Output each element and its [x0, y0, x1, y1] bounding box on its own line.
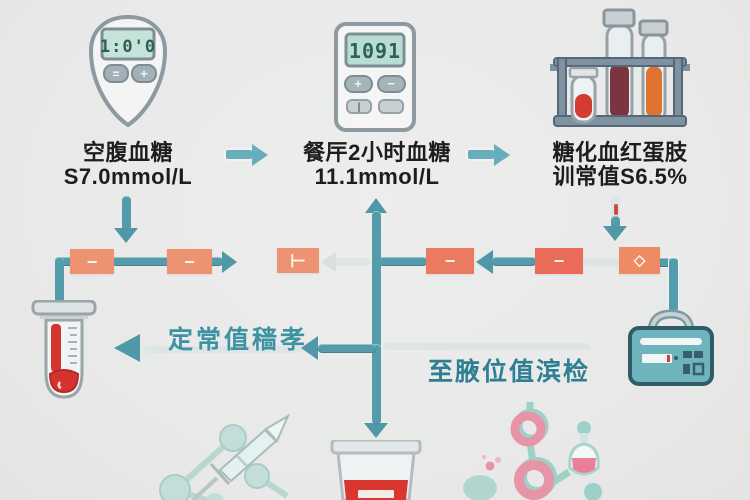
pipe	[334, 258, 370, 266]
blood-column	[51, 324, 61, 372]
case-button	[694, 351, 703, 358]
meter-button	[378, 99, 404, 114]
meter-button	[344, 75, 373, 93]
postprandial-glucose-label: 餐厈2小时血糖 11.1mmol/L	[277, 141, 477, 189]
pipe	[383, 343, 590, 350]
flask-icon	[568, 421, 602, 500]
meter-button-label: +	[354, 76, 362, 91]
meter-button-label: −	[387, 76, 395, 91]
pipe	[144, 346, 302, 353]
flow-arrow-right-icon	[226, 150, 252, 159]
meter-button	[346, 99, 372, 114]
flow-arrow-right-icon	[252, 144, 268, 166]
arrow-up-icon	[365, 198, 387, 213]
case-button	[683, 351, 692, 358]
meter-reading: 1:0'0	[100, 37, 156, 57]
arrow-down-icon	[364, 423, 388, 438]
tube-cap	[638, 19, 669, 37]
pipe	[318, 344, 376, 353]
station-title: 餐厈2小时血糖	[303, 140, 451, 165]
flow-node-glyph: ◇	[633, 252, 646, 269]
pipe	[372, 344, 381, 424]
pipe	[372, 211, 381, 348]
pipe	[668, 257, 679, 312]
case-button	[692, 362, 705, 376]
station-title: 空腹血糖	[82, 140, 173, 165]
tube-rim	[568, 66, 599, 79]
blood-sample	[610, 63, 629, 119]
blood-drop-icon	[614, 204, 618, 215]
tube-cap	[602, 8, 636, 28]
syringe-icon	[191, 413, 291, 500]
flow-node: ◇	[619, 247, 660, 274]
molecule-syringe-decoration	[159, 413, 291, 500]
pipe	[55, 257, 64, 305]
meter-screen	[100, 27, 156, 61]
flow-node: −	[70, 249, 114, 274]
specimen-cup-icon	[330, 440, 422, 500]
station-value: 训常值S6.5%	[552, 164, 688, 189]
fasting-glucose-meter-icon: 1:0'0 = +	[88, 15, 168, 127]
meter-button	[103, 64, 129, 83]
flow-node-glyph: −	[86, 251, 98, 272]
splash-icon	[463, 455, 501, 500]
blood-tube-icon	[31, 300, 97, 399]
pipe	[112, 257, 170, 266]
station-title: 糖化血红蛋肢	[552, 140, 688, 165]
flow-node-glyph: −	[444, 251, 456, 271]
pipe	[379, 257, 427, 266]
pipe	[209, 257, 223, 266]
arrow-left-icon	[321, 252, 336, 272]
cup-rim	[330, 440, 422, 455]
cup-label	[358, 490, 394, 498]
meter-reading: 1091	[349, 39, 401, 63]
flow-node: −	[426, 248, 474, 274]
molecule-icon	[159, 424, 289, 500]
abnormal-recheck-label: 至腋位值滨检	[428, 358, 591, 386]
arrow-left-icon	[114, 334, 140, 362]
arrow-right-icon	[222, 251, 237, 273]
pipe	[611, 216, 620, 228]
pipe	[492, 257, 536, 266]
postprandial-glucose-meter-icon: 1091 + − |	[334, 22, 416, 132]
flow-arrow-right-icon	[494, 144, 510, 166]
meter-button-label: |	[358, 102, 361, 113]
molecule-icon	[510, 402, 571, 500]
pipe	[582, 258, 620, 266]
blood-pool	[48, 369, 80, 394]
flow-node: −	[535, 248, 583, 274]
meter-button-label: =	[112, 67, 119, 81]
case-slot	[640, 338, 702, 345]
normal-range-label: 定常值穑孝	[168, 326, 309, 354]
pipe	[55, 257, 73, 266]
meter-button	[131, 64, 157, 83]
flow-arrow-right-icon	[468, 150, 494, 159]
chemistry-decoration	[463, 402, 602, 500]
analyzer-case-icon	[628, 309, 714, 386]
station-value: 11.1mmol/L	[314, 164, 440, 189]
station-value: S7.0mmol/L	[63, 164, 193, 189]
flow-node: −	[167, 249, 212, 274]
meter-button-label: +	[140, 66, 148, 81]
meter-button	[377, 75, 406, 93]
arrow-left-icon	[476, 250, 493, 274]
arrow-left-icon	[301, 336, 318, 360]
pipe	[122, 196, 131, 230]
test-tube-rack-icon	[550, 8, 690, 127]
flow-node: ⊢	[277, 248, 319, 273]
blood-sample	[575, 94, 592, 118]
meter-screen	[344, 32, 406, 68]
arrow-down-icon	[114, 228, 138, 243]
case-display	[642, 354, 672, 363]
serum-sample	[646, 66, 662, 118]
case-button	[683, 364, 690, 374]
hba1c-label: 糖化血红蛋肢 训常值S6.5%	[520, 141, 720, 189]
flow-node-glyph: −	[553, 251, 565, 271]
flow-node-glyph: ⊢	[290, 250, 306, 271]
arrow-down-icon	[603, 226, 627, 241]
flow-node-glyph: −	[184, 251, 195, 272]
tube-cap	[31, 300, 97, 316]
fasting-glucose-label: 空腹血糖 S7.0mmol/L	[28, 141, 228, 189]
